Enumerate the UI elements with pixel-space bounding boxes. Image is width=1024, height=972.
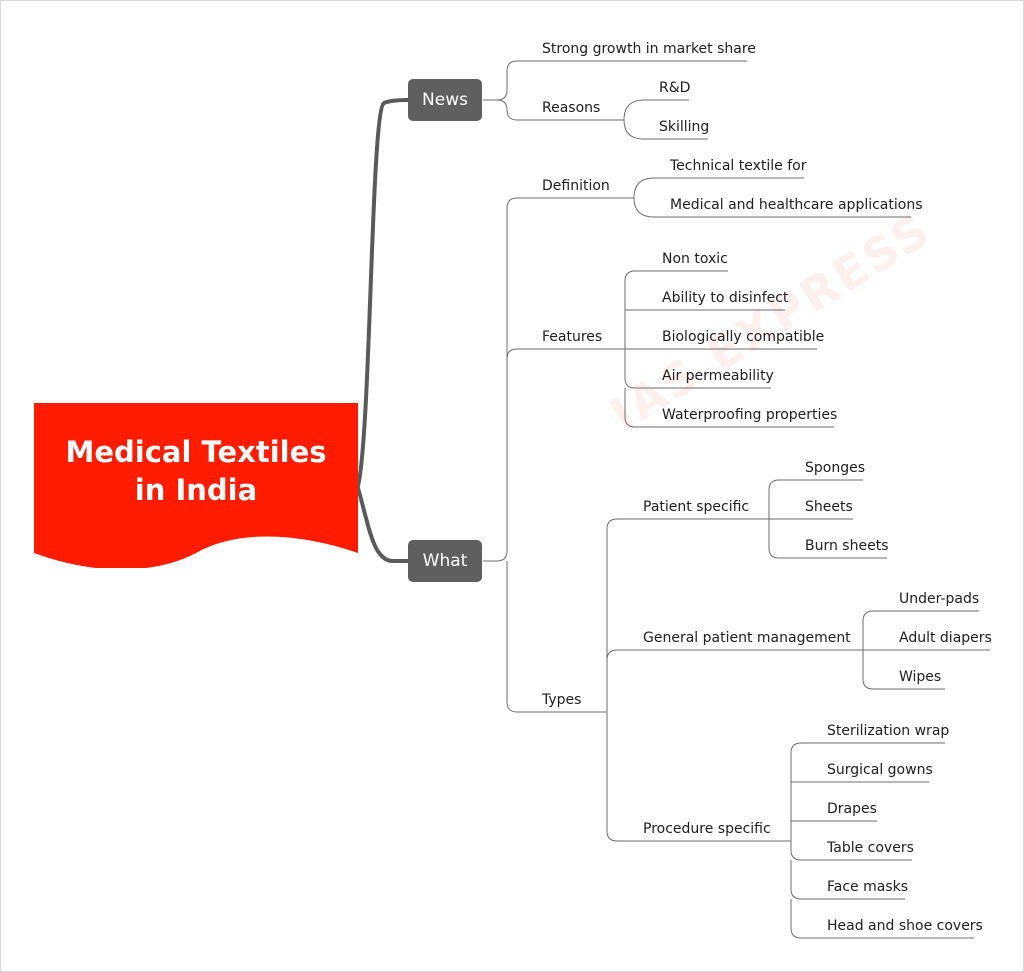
topic-feature-3[interactable]: Biologically compatible xyxy=(662,329,825,345)
topic-drapes[interactable]: Drapes xyxy=(827,801,877,817)
topic-sheets[interactable]: Sheets xyxy=(805,499,853,515)
topic-definition-1[interactable]: Technical textile for xyxy=(670,158,807,174)
link-reasons-skilling xyxy=(623,119,708,140)
link-def-1 xyxy=(633,177,804,199)
link-what-definition xyxy=(483,197,634,562)
topic-general-patient-management[interactable]: General patient management xyxy=(643,630,851,646)
topic-face-masks[interactable]: Face masks xyxy=(827,879,909,895)
topic-burn-sheets[interactable]: Burn sheets xyxy=(805,538,889,554)
topic-wipes[interactable]: Wipes xyxy=(899,669,942,685)
link-ps-3 xyxy=(768,519,887,559)
branch-news[interactable]: News xyxy=(408,79,482,121)
topic-definition[interactable]: Definition xyxy=(542,178,610,194)
root-topic[interactable]: Medical Textiles in India xyxy=(34,403,358,568)
link-feat-4 xyxy=(624,349,771,389)
link-pr-6 xyxy=(790,899,974,939)
link-types-procedure xyxy=(606,712,791,842)
spine-to-what xyxy=(356,486,410,563)
link-gpm-1 xyxy=(862,610,979,650)
link-what-features xyxy=(506,348,625,360)
topic-feature-2[interactable]: Ability to disinfect xyxy=(662,290,789,306)
topic-feature-1[interactable]: Non toxic xyxy=(662,251,728,267)
link-types-general xyxy=(606,649,863,712)
root-shape xyxy=(34,403,358,568)
topic-patient-specific[interactable]: Patient specific xyxy=(643,499,750,515)
link-feat-5 xyxy=(624,388,834,428)
link-what-types xyxy=(506,561,607,713)
topic-rd[interactable]: R&D xyxy=(659,80,691,96)
topic-procedure-specific[interactable]: Procedure specific xyxy=(643,821,771,837)
topic-sponges[interactable]: Sponges xyxy=(805,460,866,476)
link-pr-4 xyxy=(790,841,912,861)
topic-surgical-gowns[interactable]: Surgical gowns xyxy=(827,762,933,778)
root-title: Medical Textiles in India xyxy=(65,435,327,507)
link-pr-1 xyxy=(790,742,945,841)
topic-sterilization-wrap[interactable]: Sterilization wrap xyxy=(827,723,950,739)
link-gpm-3 xyxy=(862,650,945,690)
link-reasons-rd xyxy=(623,99,689,121)
link-news-reasons xyxy=(496,99,624,121)
topic-head-shoe-covers[interactable]: Head and shoe covers xyxy=(827,918,983,934)
topic-definition-2[interactable]: Medical and healthcare applications xyxy=(670,197,923,213)
topic-feature-4[interactable]: Air permeability xyxy=(662,368,774,384)
link-ps-1 xyxy=(768,479,863,519)
link-pr-5 xyxy=(790,860,905,900)
topic-strong-growth[interactable]: Strong growth in market share xyxy=(542,41,756,57)
topic-table-covers[interactable]: Table covers xyxy=(827,840,914,856)
topic-skilling[interactable]: Skilling xyxy=(659,119,710,135)
link-news-growth xyxy=(483,60,747,101)
spine-to-news xyxy=(356,98,410,488)
topic-reasons[interactable]: Reasons xyxy=(542,100,601,116)
topic-adult-diapers[interactable]: Adult diapers xyxy=(899,630,992,646)
topic-feature-5[interactable]: Waterproofing properties xyxy=(662,407,838,423)
branch-what[interactable]: What xyxy=(408,540,482,582)
link-def-2 xyxy=(633,197,911,218)
topic-features[interactable]: Features xyxy=(542,329,603,345)
topic-types[interactable]: Types xyxy=(542,692,582,708)
link-feat-spine xyxy=(624,270,728,349)
topic-under-pads[interactable]: Under-pads xyxy=(899,591,980,607)
link-types-patient xyxy=(606,518,769,712)
